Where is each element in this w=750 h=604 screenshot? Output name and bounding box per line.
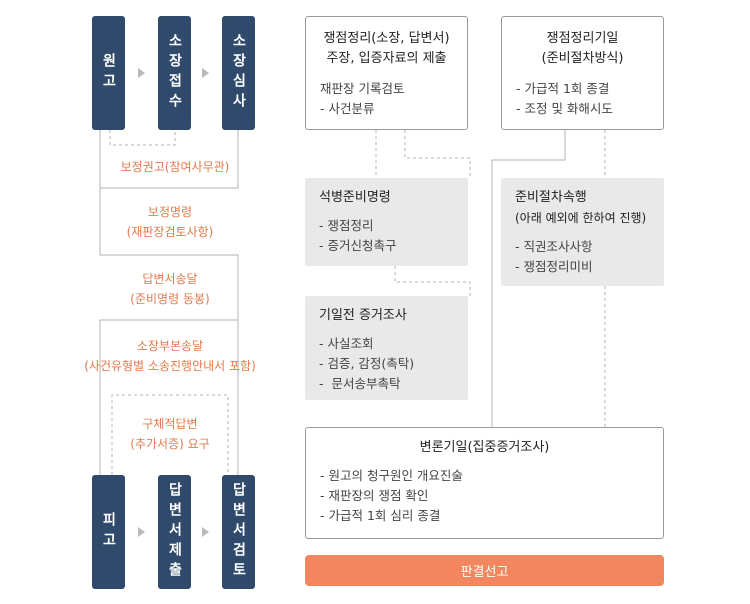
issue-organization-list: 재판장 기록검토 - 사건분류 [320,79,453,119]
pleading-prep-list: - 쟁점정리 - 증거신청촉구 [319,216,454,256]
answer-delivery-label: 답변서송달(준비명령 동봉) [130,272,210,306]
list-item: - 사실조회 [319,336,374,351]
issue-hearing-box: 쟁점정리기일(준비절차방식) - 가급적 1회 종결 - 조정 및 화해시도 [501,16,664,130]
complaint-review-label: 소장심사 [230,33,247,113]
list-item: - 가급적 1회 종결 [516,81,610,96]
prep-continue-title: 준비절차속행(아래 예외에 한하여 진행) [515,190,647,225]
list-item: - 쟁점정리 [319,218,374,233]
list-item: - 직권조사사항 [515,239,593,254]
defendant-label: 피고 [100,512,117,552]
issue-organization-box: 쟁점정리(소장, 답변서)주장, 입증자료의 제출 재판장 기록검토 - 사건분… [305,16,468,130]
list-item: - 문서송부촉탁 [319,376,401,391]
complaint-copy-delivery-label: 소장부본송달(사건유형별 소송진행안내서 포함) [84,339,256,373]
list-item: - 증거신청촉구 [319,238,397,253]
pleading-prep-box: 석병준비명령 - 쟁점정리 - 증거신청촉구 [305,178,468,266]
oral-hearing-title: 변론기일(집중증거조사) [419,440,550,455]
pre-evidence-box: 기일전 증거조사 - 사실조회 - 검증, 감정(촉탁) - 문서송부촉탁 [305,296,468,400]
specific-answer-label: 구체적답변(추가서증) 요구 [130,417,210,451]
answer-submission-box: 답변서제출 [158,475,191,589]
complaint-receipt-box: 소장접수 [158,16,191,130]
arrow-right-icon [138,527,145,537]
arrow-right-icon [202,527,209,537]
oral-hearing-list: - 원고의 청구원인 개요진술 - 재판장의 쟁점 확인 - 가급적 1회 심리… [320,466,649,526]
list-item: 재판장 기록검토 [320,81,405,96]
answer-submission-label: 답변서제출 [166,482,183,582]
complaint-review-box: 소장심사 [222,16,255,130]
verdict-bar: 판결선고 [305,555,664,586]
plaintiff-box: 원고 [92,16,125,130]
arrow-right-icon [202,68,209,78]
list-item: - 검증, 감정(촉탁) [319,356,415,371]
answer-review-box: 답변서검토 [222,475,255,589]
pleading-prep-title: 석병준비명령 [319,190,391,205]
plaintiff-label: 원고 [100,53,117,93]
correction-recommendation-label: 보정권고(참여사무관) [120,160,230,174]
list-item: - 쟁점정리미비 [515,259,593,274]
answer-review-label: 답변서검토 [230,482,247,582]
complaint-receipt-label: 소장접수 [166,33,183,113]
verdict-label: 판결선고 [460,565,509,580]
prep-continue-box: 준비절차속행(아래 예외에 한하여 진행) - 직권조사사항 - 쟁점정리미비 [501,178,664,286]
issue-organization-title: 쟁점정리(소장, 답변서)주장, 입증자료의 제출 [323,31,450,66]
list-item: - 재판장의 쟁점 확인 [320,488,429,503]
defendant-box: 피고 [92,475,125,589]
pre-evidence-list: - 사실조회 - 검증, 감정(촉탁) - 문서송부촉탁 [319,334,454,394]
list-item: - 원고의 청구원인 개요진술 [320,468,463,483]
list-item: - 사건분류 [320,101,375,116]
oral-hearing-box: 변론기일(집중증거조사) - 원고의 청구원인 개요진술 - 재판장의 쟁점 확… [305,427,664,539]
issue-hearing-list: - 가급적 1회 종결 - 조정 및 화해시도 [516,79,649,119]
list-item: - 조정 및 화해시도 [516,101,613,116]
pre-evidence-title: 기일전 증거조사 [319,308,407,323]
list-item: - 가급적 1회 심리 종결 [320,508,441,523]
prep-continue-list: - 직권조사사항 - 쟁점정리미비 [515,237,650,277]
issue-hearing-title: 쟁점정리기일(준비절차방식) [541,31,624,66]
arrow-right-icon [138,68,145,78]
correction-order-label: 보정명령(재판장검토사항) [126,205,214,239]
